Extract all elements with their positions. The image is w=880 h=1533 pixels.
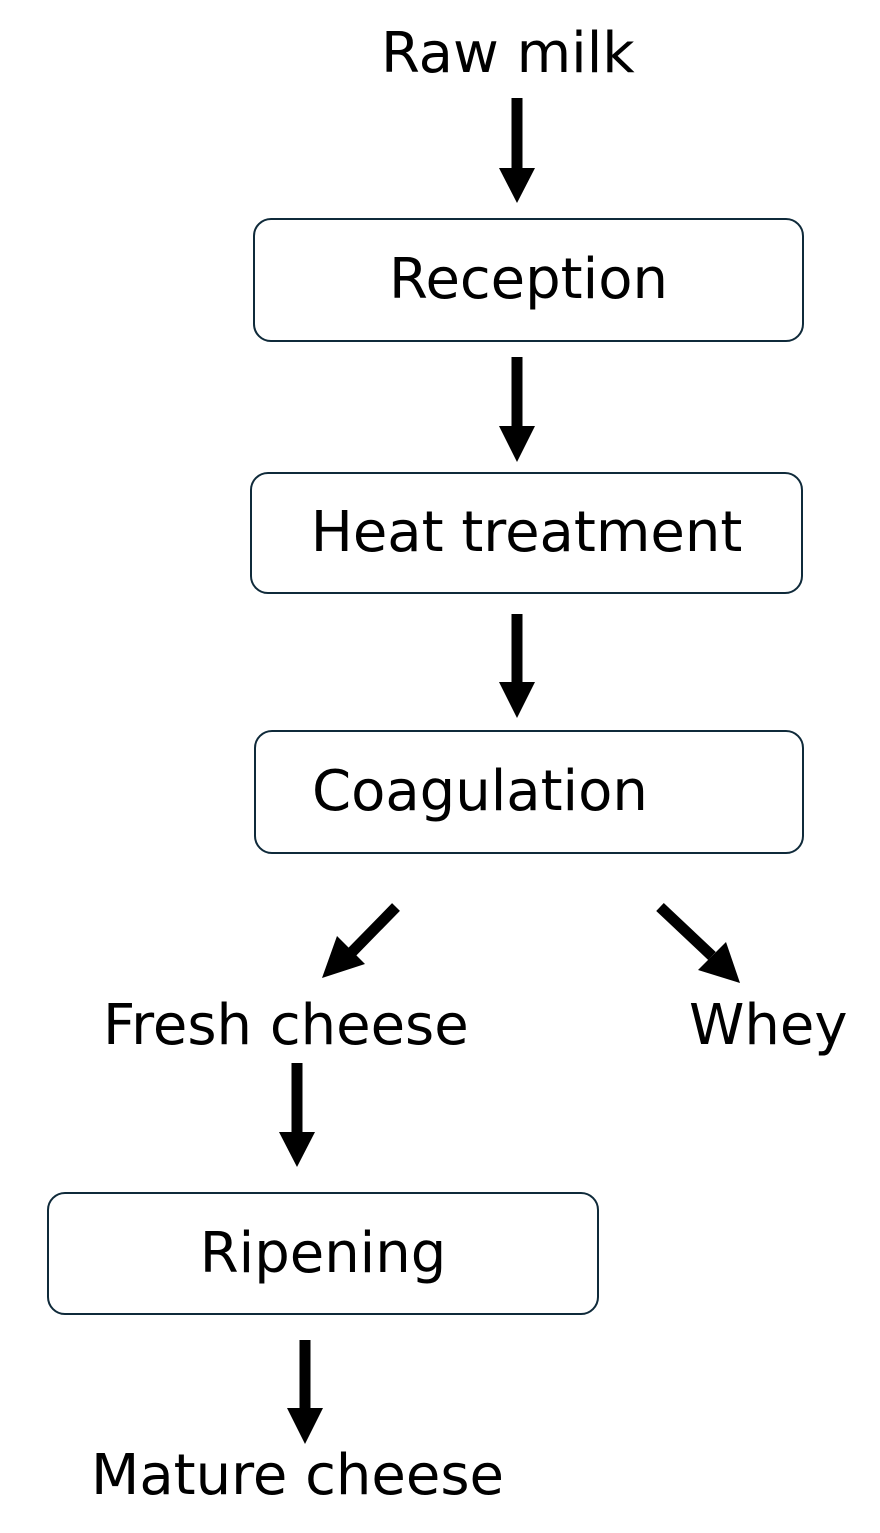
arrow-ripening-to-mature-cheese xyxy=(287,1340,323,1444)
reception-step-label: Reception xyxy=(389,247,668,312)
arrow-fresh-cheese-to-ripening xyxy=(279,1063,315,1167)
coagulation-step-label: Coagulation xyxy=(312,759,648,824)
fresh-cheese-label: Fresh cheese xyxy=(103,993,469,1058)
mature-cheese-label: Mature cheese xyxy=(91,1443,504,1508)
ripening-step-label: Ripening xyxy=(199,1220,447,1286)
coagulation-step: Coagulation xyxy=(254,730,804,854)
arrow-heat-treatment-to-coagulation xyxy=(499,614,535,718)
arrow-coagulation-to-fresh-cheese xyxy=(322,903,400,978)
heat-treatment-step: Heat treatment xyxy=(250,472,803,594)
arrow-reception-to-heat-treatment xyxy=(499,357,535,462)
ripening-step: Ripening xyxy=(47,1192,599,1315)
arrow-raw-milk-to-reception xyxy=(499,98,535,203)
raw-milk-label: Raw milk xyxy=(381,21,635,86)
whey-label: Whey xyxy=(689,993,848,1058)
heat-treatment-step-label: Heat treatment xyxy=(310,500,743,565)
reception-step: Reception xyxy=(253,218,804,342)
arrow-coagulation-to-whey xyxy=(656,902,740,983)
